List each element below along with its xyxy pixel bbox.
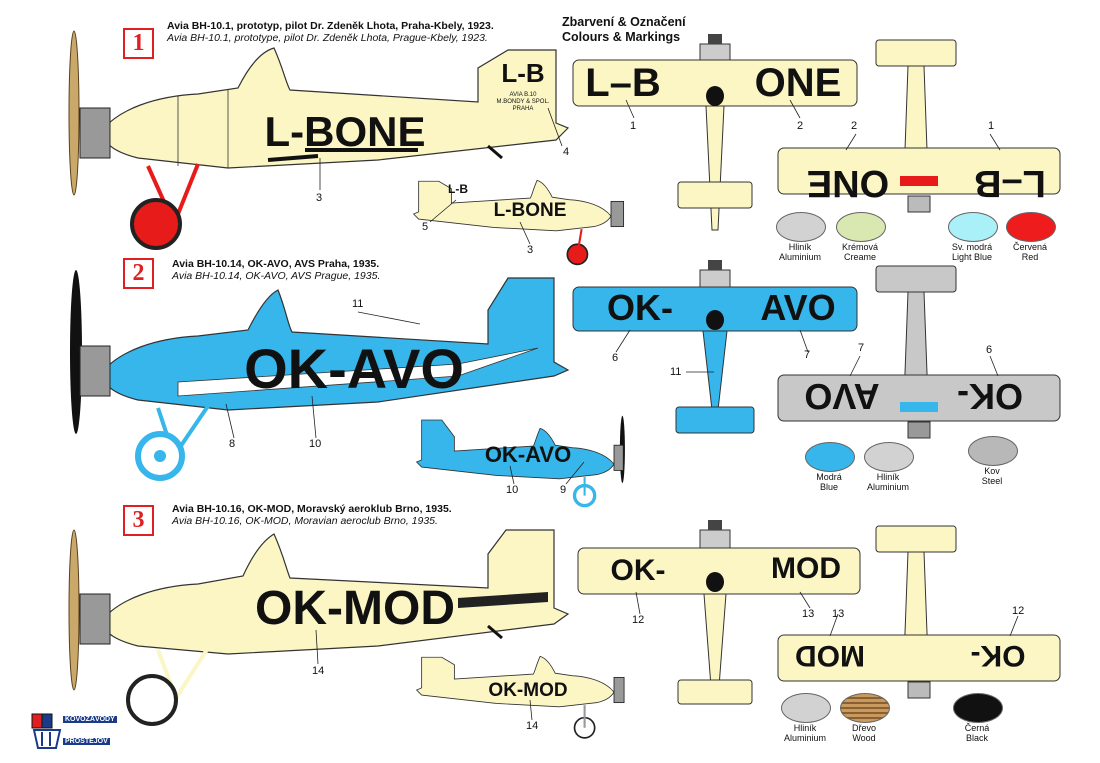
scheme-3-small-reg: OK-MOD [488, 680, 567, 701]
callout-label: 9 [560, 484, 567, 496]
callout-label: 12 [1012, 605, 1025, 617]
scheme-2-name-cz: Avia BH-10.14, OK-AVO, AVS Praha, 1935. [172, 258, 380, 270]
scheme-3-lower-right: OK- [971, 639, 1026, 672]
swatch-chip [953, 693, 1003, 723]
callout-leaders [225, 99, 1019, 721]
scheme-1-lower-right: L–B [974, 162, 1046, 204]
scheme-1-name-en: Avia BH-10.1, prototype, pilot Dr. Zdeně… [167, 32, 488, 44]
scheme-2-lower-right: OK- [957, 376, 1023, 417]
scheme-3-number-badge: 3 [123, 505, 154, 536]
scheme-3-name-en: Avia BH-10.16, OK-MOD, Moravian aeroclub… [172, 515, 438, 527]
scheme-1-fuselage-reg: L-BONE [265, 108, 426, 155]
colours-markings-title: Zbarvení & Označení Colours & Markings [562, 15, 686, 44]
scheme-2-name-en: Avia BH-10.14, OK-AVO, AVS Prague, 1935. [172, 270, 381, 282]
swatch-chip [968, 436, 1018, 466]
callout-label: 14 [312, 665, 325, 677]
callout-label: 13 [802, 608, 815, 620]
scheme-2-header: Avia BH-10.14, OK-AVO, AVS Praha, 1935. … [172, 258, 380, 282]
scheme-2-wing-left: OK- [607, 287, 673, 328]
scheme-1-lower-view [777, 39, 1061, 213]
callout-label: 10 [309, 438, 322, 450]
scheme-2-side-profile [70, 270, 570, 481]
scheme-1-name-cz: Avia BH-10.1, prototyp, pilot Dr. Zdeněk… [167, 20, 494, 32]
scheme-1-tail-text-1: AVIA B.10 [510, 92, 538, 98]
logo-text-top: KOVOZÁVODY [63, 716, 117, 723]
callout-label: 11 [670, 366, 682, 378]
callout-label: 4 [563, 146, 570, 158]
callout-label: 5 [422, 221, 429, 233]
swatch-chip [948, 212, 998, 242]
scheme-1-tail-text-2: M.BONDY & SPOL. [497, 99, 550, 105]
callout-label: 3 [316, 192, 323, 204]
scheme-1-wing-right: ONE [755, 61, 842, 105]
scheme-1-tail-text-3: PRAHA [513, 106, 534, 112]
swatch-chip [864, 442, 914, 472]
swatch-chip [781, 693, 831, 723]
scheme-1-side-profile [68, 30, 570, 250]
callout-label: 8 [229, 438, 236, 450]
swatch-chip [805, 442, 855, 472]
scheme-1-number-badge: 1 [123, 28, 154, 59]
scheme-2-top-view [572, 260, 858, 434]
swatch-chip [776, 212, 826, 242]
callout-label: 11 [352, 298, 364, 310]
scheme-3-side-profile [68, 529, 570, 726]
scheme-2-lower-left: AVO [804, 376, 879, 417]
scheme-1-header: Avia BH-10.1, prototyp, pilot Dr. Zdeněk… [167, 20, 494, 44]
scheme-3-wing-right: MOD [771, 552, 841, 585]
callout-label: 7 [804, 349, 811, 361]
callout-label: 2 [797, 120, 804, 132]
callout-label: 3 [527, 244, 534, 256]
scheme-1-wing-left: L–B [585, 61, 661, 105]
scheme-1-small-tail: L-B [448, 182, 468, 196]
callout-label: 10 [506, 484, 519, 496]
callout-label: 1 [988, 120, 995, 132]
callout-label: 13 [832, 608, 845, 620]
swatch-chip [840, 693, 890, 723]
kovozavody-logo: KOVOZÁVODY PROSTĚJOV [30, 712, 117, 750]
callout-label: 14 [526, 720, 539, 732]
scheme-2-fuselage-reg: OK-AVO [244, 337, 464, 400]
logo-text-bottom: PROSTĚJOV [63, 738, 110, 745]
scheme-3-small-profile [415, 655, 625, 739]
scheme-2-wing-right: AVO [760, 287, 835, 328]
scheme-3-top-view [577, 520, 861, 705]
callout-label: 6 [986, 344, 993, 356]
scheme-1-lower-left: ONE [807, 162, 889, 204]
callout-label: 1 [630, 120, 637, 132]
callout-label: 6 [612, 352, 619, 364]
logo-emblem-icon [31, 713, 62, 749]
callout-label: 7 [858, 342, 865, 354]
callout-label: 2 [851, 120, 858, 132]
scheme-3-lower-left: MOD [795, 639, 865, 672]
scheme-3-wing-left: OK- [611, 554, 666, 587]
scheme-3-header: Avia BH-10.16, OK-MOD, Moravský aeroklub… [172, 503, 452, 527]
scheme-3-lower-view [777, 525, 1061, 699]
scheme-2-lower-view [777, 265, 1061, 439]
scheme-3-fuselage-reg: OK-MOD [255, 582, 455, 635]
swatch-chip [1006, 212, 1056, 242]
scheme-1-small-reg: L-BONE [494, 200, 567, 221]
scheme-2-number-badge: 2 [123, 258, 154, 289]
scheme-1-tail-reg: L-B [501, 58, 544, 88]
scheme-1-small-profile [412, 179, 625, 266]
scheme-3-name-cz: Avia BH-10.16, OK-MOD, Moravský aeroklub… [172, 503, 452, 515]
callout-label: 12 [632, 614, 645, 626]
scheme-1-top-view [572, 34, 858, 231]
scheme-2-small-reg: OK-AVO [485, 442, 571, 467]
scheme-2-small-profile [415, 415, 625, 508]
swatch-chip [836, 212, 886, 242]
